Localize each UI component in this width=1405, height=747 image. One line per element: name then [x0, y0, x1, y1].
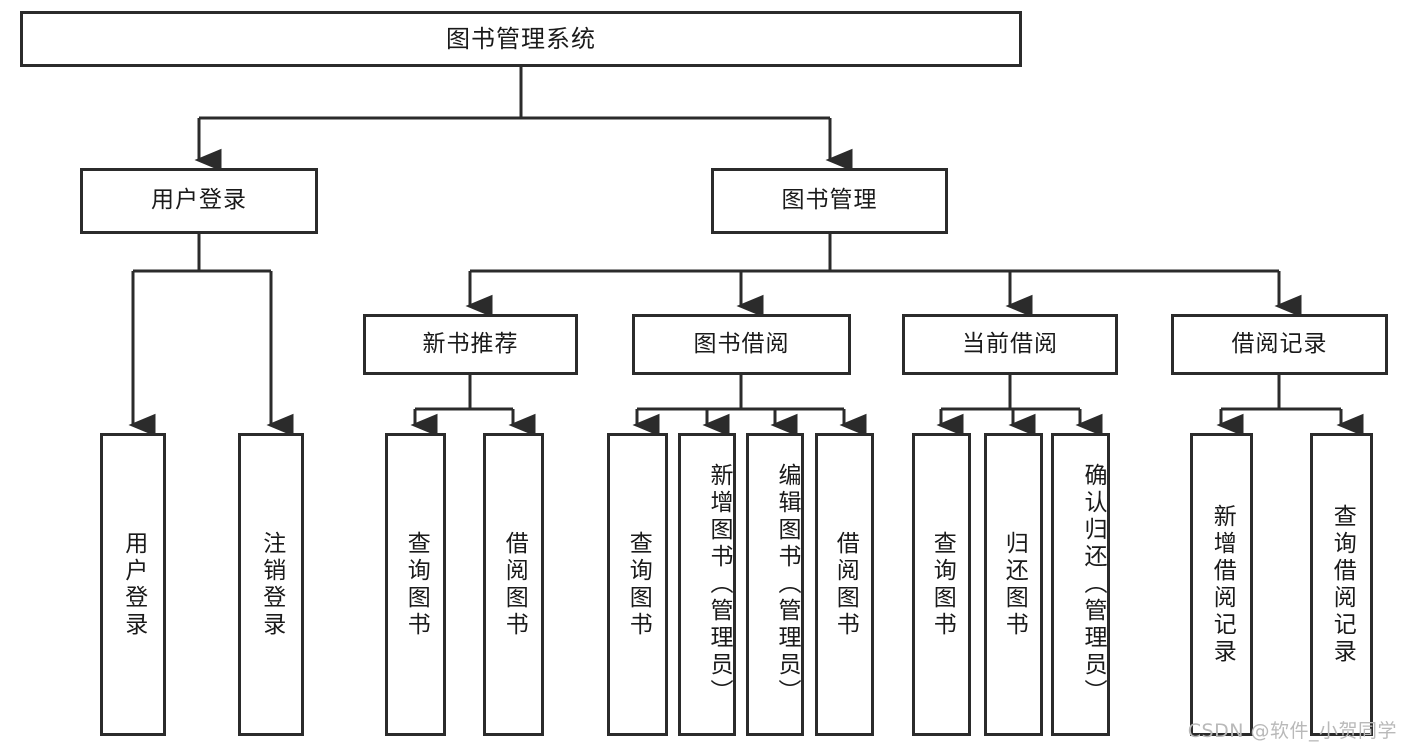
- leaf-query-book-borrow[interactable]: 查询图书: [607, 433, 668, 736]
- leaf-label: 归还图书: [1001, 530, 1028, 639]
- leaf-confirm-return-admin[interactable]: 确认归还（管理员）: [1051, 433, 1110, 736]
- leaf-label: 查询借阅记录: [1329, 503, 1356, 666]
- leaf-label: 新增借阅记录: [1209, 503, 1236, 666]
- leaf-label: 用户登录: [120, 530, 147, 639]
- leaf-add-borrow-record[interactable]: 新增借阅记录: [1190, 433, 1253, 736]
- leaf-borrow-book[interactable]: 借阅图书: [815, 433, 874, 736]
- leaf-edit-book-admin[interactable]: 编辑图书（管理员）: [746, 433, 804, 736]
- node-book-management-system[interactable]: 图书管理系统: [20, 11, 1022, 67]
- leaf-label: 借阅图书: [501, 530, 528, 639]
- leaf-label: 确认归还（管理员）: [1080, 463, 1106, 706]
- leaf-query-book-recommend[interactable]: 查询图书: [385, 433, 446, 736]
- leaf-borrow-book-recommend[interactable]: 借阅图书: [483, 433, 544, 736]
- node-new-book-recommend[interactable]: 新书推荐: [363, 314, 578, 375]
- leaf-label: 查询图书: [625, 530, 652, 639]
- node-current-borrow[interactable]: 当前借阅: [902, 314, 1118, 375]
- node-book-borrow[interactable]: 图书借阅: [632, 314, 851, 375]
- leaf-label: 查询图书: [929, 530, 956, 639]
- leaf-label: 注销登录: [258, 530, 285, 639]
- leaf-return-book[interactable]: 归还图书: [984, 433, 1043, 736]
- leaf-label: 查询图书: [403, 530, 430, 639]
- leaf-add-book-admin[interactable]: 新增图书（管理员）: [678, 433, 736, 736]
- node-user-login[interactable]: 用户登录: [80, 168, 318, 234]
- node-book-management[interactable]: 图书管理: [711, 168, 948, 234]
- leaf-query-book-current[interactable]: 查询图书: [912, 433, 971, 736]
- leaf-label: 借阅图书: [832, 530, 859, 639]
- leaf-label: 新增图书（管理员）: [706, 463, 732, 706]
- leaf-query-borrow-record[interactable]: 查询借阅记录: [1310, 433, 1373, 736]
- csdn-watermark: CSDN @软件_小贺同学: [1187, 720, 1397, 742]
- leaf-label: 编辑图书（管理员）: [774, 463, 800, 706]
- leaf-logout-login[interactable]: 注销登录: [238, 433, 304, 736]
- node-borrow-record[interactable]: 借阅记录: [1171, 314, 1388, 375]
- leaf-user-login[interactable]: 用户登录: [100, 433, 166, 736]
